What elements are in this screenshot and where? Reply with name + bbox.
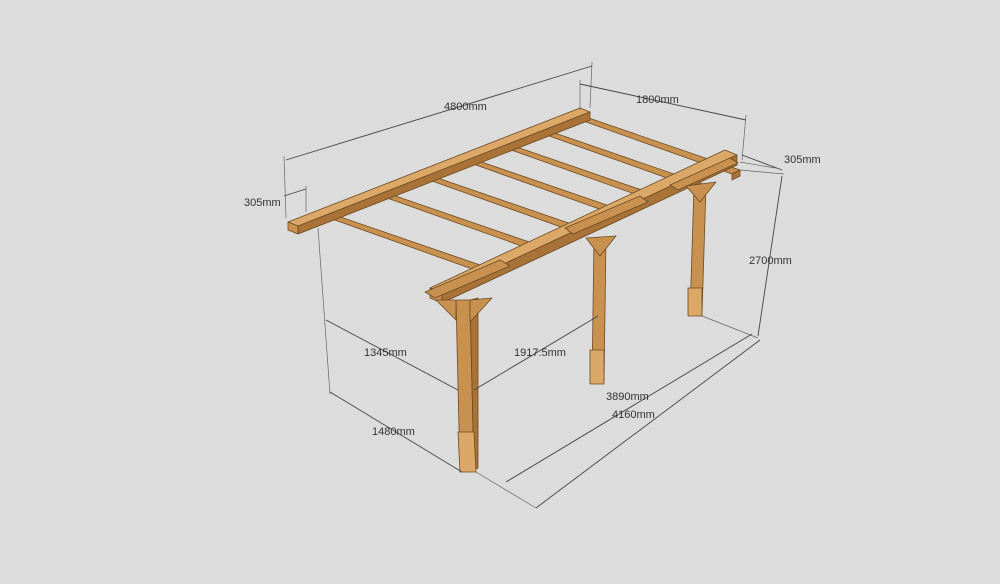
dim-line-1480 <box>329 391 463 473</box>
post-back-foot <box>687 287 703 317</box>
label-span-inner: 3890mm <box>606 391 649 403</box>
dim-line-1345 <box>325 319 459 391</box>
dim-line-3890 <box>505 333 753 483</box>
dim-line-height <box>757 175 783 337</box>
post-front-brace-left <box>435 299 457 321</box>
post-back-brace <box>685 181 717 203</box>
rafter-5 <box>417 173 584 233</box>
cross-beam-back <box>669 157 739 191</box>
dim-line-overhang-left <box>283 188 307 197</box>
dim-line-4160 <box>535 339 761 509</box>
cross-beam-middle <box>564 195 649 235</box>
label-overhang-right: 305mm <box>784 154 821 166</box>
posts <box>435 181 717 473</box>
label-height: 2700mm <box>749 255 792 267</box>
label-span-outer: 4160mm <box>612 409 655 421</box>
post-middle-foot <box>589 349 605 385</box>
dimension-lines <box>283 61 785 509</box>
back-beam <box>287 107 591 235</box>
dimension-labels: 4800mm 1800mm 305mm 305mm 2700mm 1345mm … <box>244 94 821 438</box>
rafter-1-side <box>731 169 741 181</box>
back-beam-top <box>287 107 591 227</box>
rafters <box>317 115 741 271</box>
cross-beam-front <box>424 259 511 299</box>
dim-line-overhang-right <box>741 154 783 171</box>
post-front-foot <box>457 431 477 473</box>
back-beam-side <box>297 111 591 235</box>
post-middle-brace <box>585 235 617 257</box>
dim-line-length <box>285 65 593 161</box>
post-front-brace-right <box>469 297 493 323</box>
label-post-spacing-a: 1345mm <box>364 347 407 359</box>
post-front-side <box>469 297 479 471</box>
label-length: 4800mm <box>444 101 487 113</box>
label-overhang-left: 305mm <box>244 197 281 209</box>
dim-line-width <box>579 83 747 121</box>
label-post-spacing-b: 1917.5mm <box>514 347 566 359</box>
label-width: 1800mm <box>636 94 679 106</box>
dim-line-1917 <box>473 315 599 391</box>
label-front-width: 1480mm <box>372 426 415 438</box>
